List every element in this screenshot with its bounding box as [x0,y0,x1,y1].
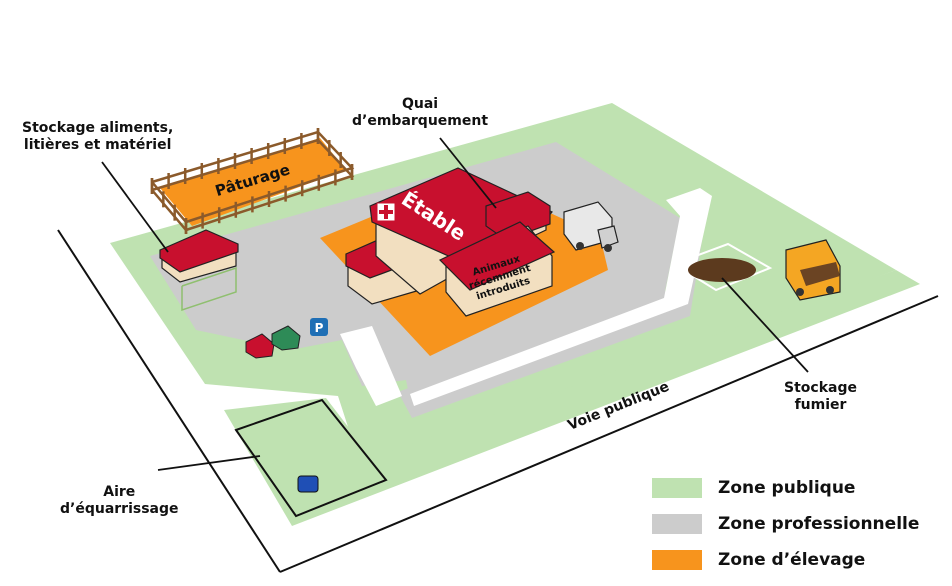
label-stockage-aliments: Stockage aliments, litières et matériel [22,120,173,154]
label-stockage-fumier: Stockage fumier [784,380,857,414]
legend-swatch-public [652,478,702,498]
legend-label-breeding: Zone d’élevage [718,550,866,570]
public-zone-bottom-strip [224,270,920,526]
entrance-lane-2 [340,326,402,406]
legend-label-public: Zone publique [718,478,856,498]
entrance-lane [410,188,712,406]
dumpster-icon [297,475,319,493]
legend-swatch-professional [652,514,702,534]
leader-line-stockage-aliments [101,161,169,253]
professional-zone-road [398,218,704,418]
legend-item-public: Zone publique [652,470,919,506]
legend: Zone publique Zone professionnelle Zone … [652,470,919,578]
label-stockage-aliments-line-1: Stockage aliments, [22,120,174,136]
label-aire-line-1: Aire [103,484,136,500]
manure-pile-icon [673,242,773,292]
label-stockage-aliments-line-2: litières et matériel [23,137,172,153]
label-stockage-fumier-line-1: Stockage [784,380,857,396]
label-stockage-fumier-line-2: fumier [794,397,847,413]
label-aire-line-2: d’équarrissage [60,501,179,517]
label-aire-equarrissage: Aire d’équarrissage [60,484,179,518]
public-road-line-left [57,229,281,573]
main-barn [345,167,556,317]
parking-sign-icon: P [310,318,328,336]
legend-label-professional: Zone professionnelle [718,514,920,534]
feed-storage-building [159,229,239,312]
public-road-line-bottom [279,295,939,573]
rendering-area-outline [234,398,388,518]
label-quai-line-2: d’embarquement [352,113,489,129]
label-quai: Quai d’embarquement [352,96,488,130]
legend-swatch-breeding [652,550,702,570]
first-aid-cross-icon [376,202,396,222]
legend-item-professional: Zone professionnelle [652,506,919,542]
pasture-area [160,138,346,226]
legend-item-breeding: Zone d’élevage [652,542,919,578]
car-icon [245,325,301,359]
label-quai-line-1: Quai [401,96,439,112]
leader-line-fumier [721,277,809,373]
leader-line-equarrissage [157,455,261,471]
pasture-fence [150,128,355,234]
yellow-truck-icon [785,239,841,301]
truck-icon [563,201,619,252]
parking-sign-letter: P [315,321,324,335]
leader-line-quai [439,137,497,209]
